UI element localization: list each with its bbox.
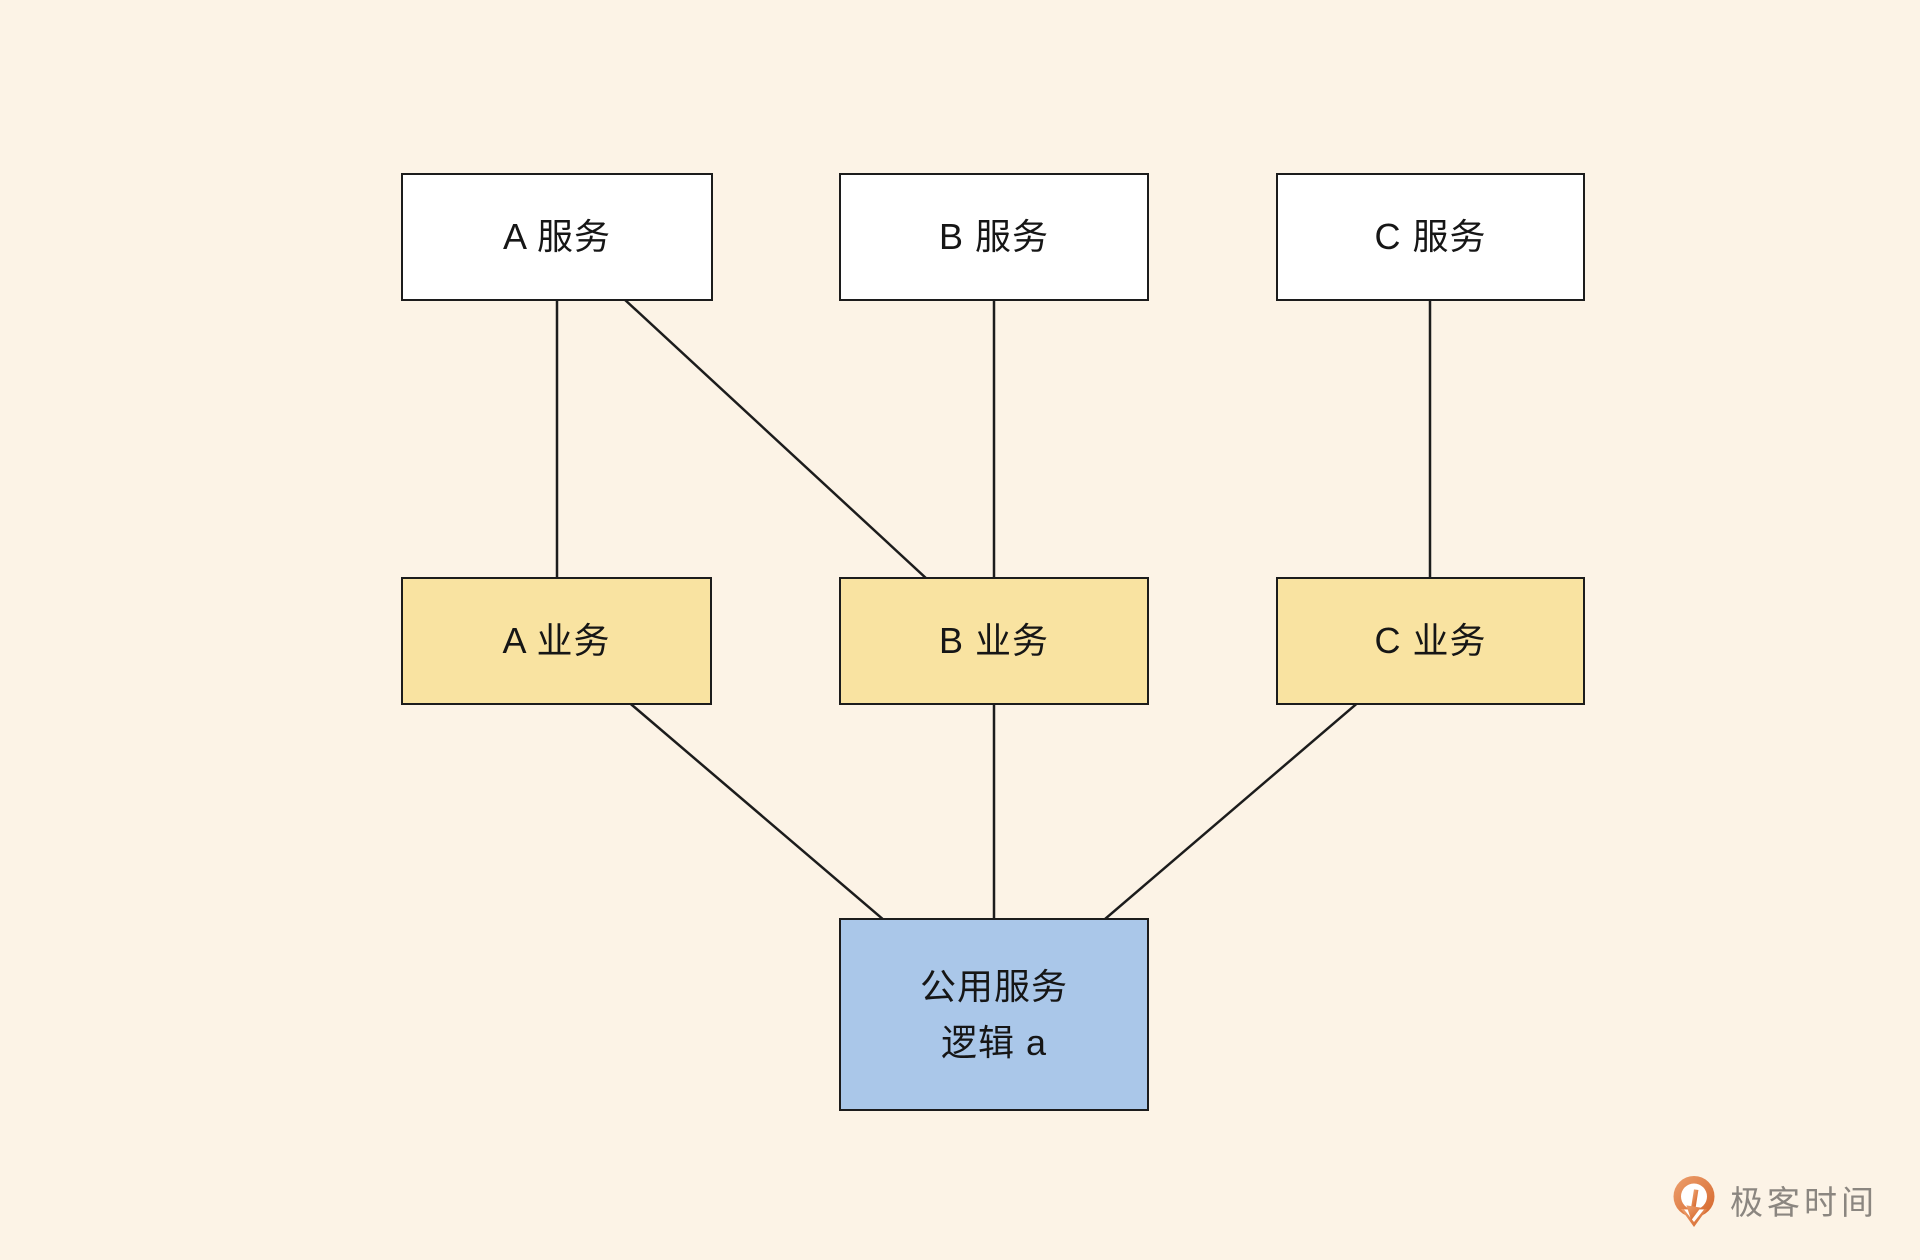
edge-service-a-biz-b <box>556 236 995 642</box>
node-business-b: B 业务 <box>839 577 1149 705</box>
node-label: C 业务 <box>1374 620 1487 661</box>
node-service-a: A 服务 <box>401 173 713 301</box>
geektime-logo: 极客时间 <box>1671 1176 1878 1228</box>
geektime-pin-icon <box>1673 1176 1715 1227</box>
node-service-b: B 服务 <box>839 173 1149 301</box>
node-label: B 业务 <box>938 620 1049 661</box>
geektime-logo-text: 极客时间 <box>1730 1183 1878 1221</box>
node-label: C 服务 <box>1374 216 1487 257</box>
node-label-line1: 公用服务 <box>919 965 1068 1007</box>
node-label: A 业务 <box>502 620 611 661</box>
node-shared-service: 公用服务 逻辑 a <box>839 918 1149 1111</box>
node-label: A 服务 <box>502 216 612 257</box>
node-label: B 服务 <box>938 216 1049 257</box>
node-service-c: C 服务 <box>1276 173 1585 301</box>
node-business-a: A 业务 <box>401 577 712 705</box>
node-label-line2: 逻辑 a <box>940 1021 1048 1063</box>
node-business-c: C 业务 <box>1276 577 1585 705</box>
